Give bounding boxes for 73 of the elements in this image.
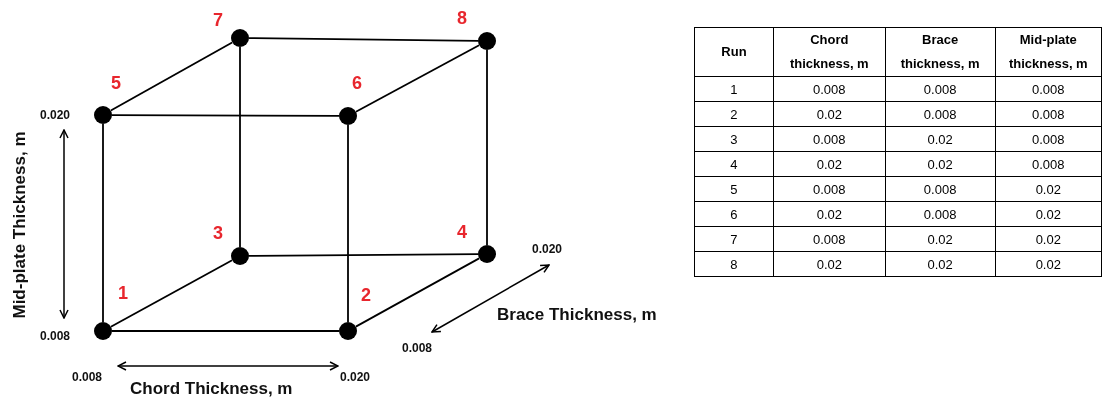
- table-cell: 0.008: [773, 126, 886, 152]
- table-cell: 0.02: [773, 201, 886, 227]
- table-cell: 1: [694, 76, 774, 102]
- cube-edge: [248, 253, 479, 257]
- table-cell: 0.008: [773, 76, 886, 102]
- cube-edge: [354, 257, 481, 328]
- vertex-dot: [478, 245, 496, 263]
- table-cell: 0.02: [773, 251, 886, 277]
- table-cell: 0.02: [885, 226, 996, 252]
- table-cell: 0.02: [773, 101, 886, 127]
- vertex-number: 7: [213, 9, 223, 31]
- column-header: Run: [694, 27, 774, 77]
- cube-edge: [111, 114, 340, 117]
- table-cell: 0.008: [773, 176, 886, 202]
- table-cell: 0.02: [995, 226, 1102, 252]
- cube-edge: [110, 259, 233, 328]
- cube-edge: [102, 123, 104, 323]
- vertex-dot: [231, 29, 249, 47]
- table-cell: 0.008: [885, 201, 996, 227]
- cube-edge: [111, 330, 340, 332]
- vertex-number: 4: [457, 221, 467, 243]
- vertex-number: 6: [352, 72, 362, 94]
- tick-value: 0.008: [72, 370, 103, 384]
- vertex-dot: [339, 322, 357, 340]
- table-cell: 0.008: [885, 176, 996, 202]
- vertex-number: 1: [118, 282, 128, 304]
- vertex-number: 3: [213, 222, 223, 244]
- vertex-dot: [94, 322, 112, 340]
- tick-value: 0.008: [402, 341, 433, 355]
- vertex-dot: [478, 32, 496, 50]
- column-header: Mid-plate thickness, m: [995, 27, 1102, 77]
- tick-value: 0.020: [532, 242, 563, 256]
- vertex-number: 2: [361, 284, 371, 306]
- table-cell: 4: [694, 151, 774, 177]
- table-cell: 0.02: [885, 151, 996, 177]
- table-cell: 0.02: [995, 201, 1102, 227]
- cube-edge: [248, 37, 479, 42]
- table-cell: 0.008: [995, 151, 1102, 177]
- table-cell: 0.008: [885, 101, 996, 127]
- column-header: Brace thickness, m: [885, 27, 996, 77]
- tick-value: 0.020: [340, 370, 371, 384]
- table-cell: 0.008: [773, 226, 886, 252]
- table-cell: 5: [694, 176, 774, 202]
- column-header: Chord thickness, m: [773, 27, 886, 77]
- table-cell: 0.02: [995, 251, 1102, 277]
- table-cell: 0.008: [995, 101, 1102, 127]
- cube-edge: [486, 49, 488, 246]
- axis-title: Brace Thickness, m: [497, 305, 657, 325]
- vertex-dot: [231, 247, 249, 265]
- table-cell: 0.02: [773, 151, 886, 177]
- vertex-number: 8: [457, 7, 467, 29]
- table-cell: 0.008: [995, 126, 1102, 152]
- cube-edge: [109, 41, 234, 112]
- tick-value: 0.020: [40, 108, 71, 122]
- table-cell: 0.008: [885, 76, 996, 102]
- table-cell: 8: [694, 251, 774, 277]
- table-cell: 0.02: [995, 176, 1102, 202]
- cube-edge: [355, 44, 480, 113]
- axis-title: Mid-plate Thickness, m: [10, 131, 30, 319]
- vertex-dot: [339, 107, 357, 125]
- table-cell: 6: [694, 201, 774, 227]
- cube-edge: [239, 46, 241, 248]
- vertex-number: 5: [111, 72, 121, 94]
- table-cell: 0.008: [995, 76, 1102, 102]
- table-cell: 7: [694, 226, 774, 252]
- tick-value: 0.008: [40, 329, 71, 343]
- table-cell: 3: [694, 126, 774, 152]
- axis-title: Chord Thickness, m: [130, 379, 293, 399]
- cube-edge: [347, 124, 349, 323]
- table-cell: 2: [694, 101, 774, 127]
- table-cell: 0.02: [885, 251, 996, 277]
- table-cell: 0.02: [885, 126, 996, 152]
- vertex-dot: [94, 106, 112, 124]
